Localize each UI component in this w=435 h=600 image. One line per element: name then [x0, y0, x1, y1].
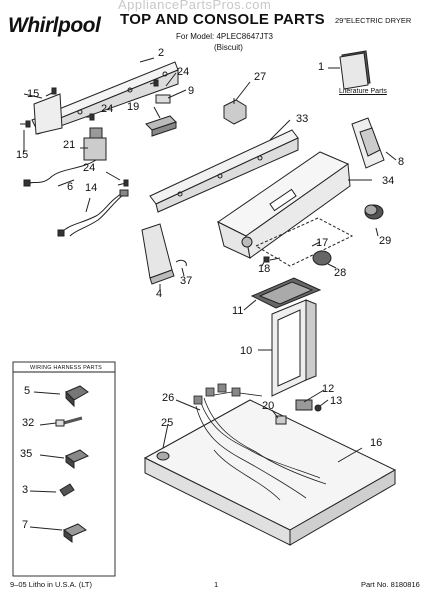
callout-19: 19: [127, 101, 140, 113]
callout-27: 27: [254, 71, 267, 83]
harness-14: [61, 191, 125, 233]
callout-25: 25: [161, 417, 174, 429]
exhaust-duct: [271, 299, 317, 397]
footer-part-no: Part No. 8180816: [361, 580, 420, 589]
brand-logo: Whirlpool: [8, 14, 101, 37]
harness-callout-3: 3: [22, 484, 29, 496]
watermark: AppliancePartsPros.com: [118, 0, 272, 12]
callout-6: 6: [67, 181, 74, 193]
product-label: 29"ELECTRIC DRYER: [335, 16, 412, 25]
top-panel: [143, 399, 397, 546]
switch: [223, 98, 247, 125]
harness-callout-35: 35: [20, 448, 33, 460]
callout-1: 1: [318, 61, 325, 73]
clip: [155, 94, 171, 104]
footer-litho: 9–05 Litho in U.S.A. (LT): [10, 580, 92, 589]
harness-box-title: WIRING HARNESS PARTS: [30, 365, 102, 371]
page-title: TOP AND CONSOLE PARTS: [120, 11, 325, 28]
callout-2: 2: [158, 47, 165, 59]
callout-37: 37: [180, 275, 193, 287]
callout-15: 15: [16, 149, 29, 161]
callout-34: 34: [382, 175, 395, 187]
callout-8: 8: [398, 156, 405, 168]
callout-20: 20: [262, 400, 275, 412]
knob-28: [312, 250, 332, 266]
harness-callout-5: 5: [24, 385, 31, 397]
callout-9: 9: [188, 85, 195, 97]
console: [217, 151, 351, 259]
callout-21: 21: [63, 139, 76, 151]
callout-24: 24: [83, 162, 96, 174]
harness-box: [12, 361, 116, 577]
selector-switch: [145, 115, 177, 137]
callout-26: 26: [162, 392, 175, 404]
footer-page: 1: [214, 580, 219, 589]
callout-29: 29: [379, 235, 392, 247]
callout-17: 17: [316, 237, 329, 249]
knob-29: [364, 204, 384, 220]
control-bracket: [149, 129, 299, 213]
callout-13: 13: [330, 395, 343, 407]
rear-bracket: [31, 61, 179, 135]
callout-24: 24: [177, 66, 190, 78]
terminal-block: [83, 127, 107, 161]
callout-24: 24: [101, 103, 114, 115]
filter-cover: [250, 277, 322, 309]
end-cap-right: [351, 117, 385, 169]
fuse-12: [295, 399, 313, 411]
callout-16: 16: [370, 437, 383, 449]
color-line: (Biscuit): [214, 43, 243, 52]
callout-28: 28: [334, 267, 347, 279]
callout-11: 11: [232, 305, 244, 317]
callout-14: 14: [85, 182, 98, 194]
callout-33: 33: [296, 113, 309, 125]
callout-4: 4: [156, 288, 163, 300]
callout-18: 18: [258, 263, 271, 275]
callout-12: 12: [322, 383, 335, 395]
cord: [27, 159, 97, 185]
harness-callout-32: 32: [22, 417, 35, 429]
callout-10: 10: [240, 345, 253, 357]
model-line: For Model: 4PLEC8647JT3: [176, 32, 273, 41]
callout-15: 15: [27, 88, 40, 100]
main-harness: [193, 383, 327, 501]
harness-callout-7: 7: [22, 519, 29, 531]
literature-label: Literature Parts: [339, 88, 387, 95]
screws: [20, 79, 159, 187]
end-cap-left: [141, 223, 187, 285]
literature-booklet: [339, 50, 371, 90]
